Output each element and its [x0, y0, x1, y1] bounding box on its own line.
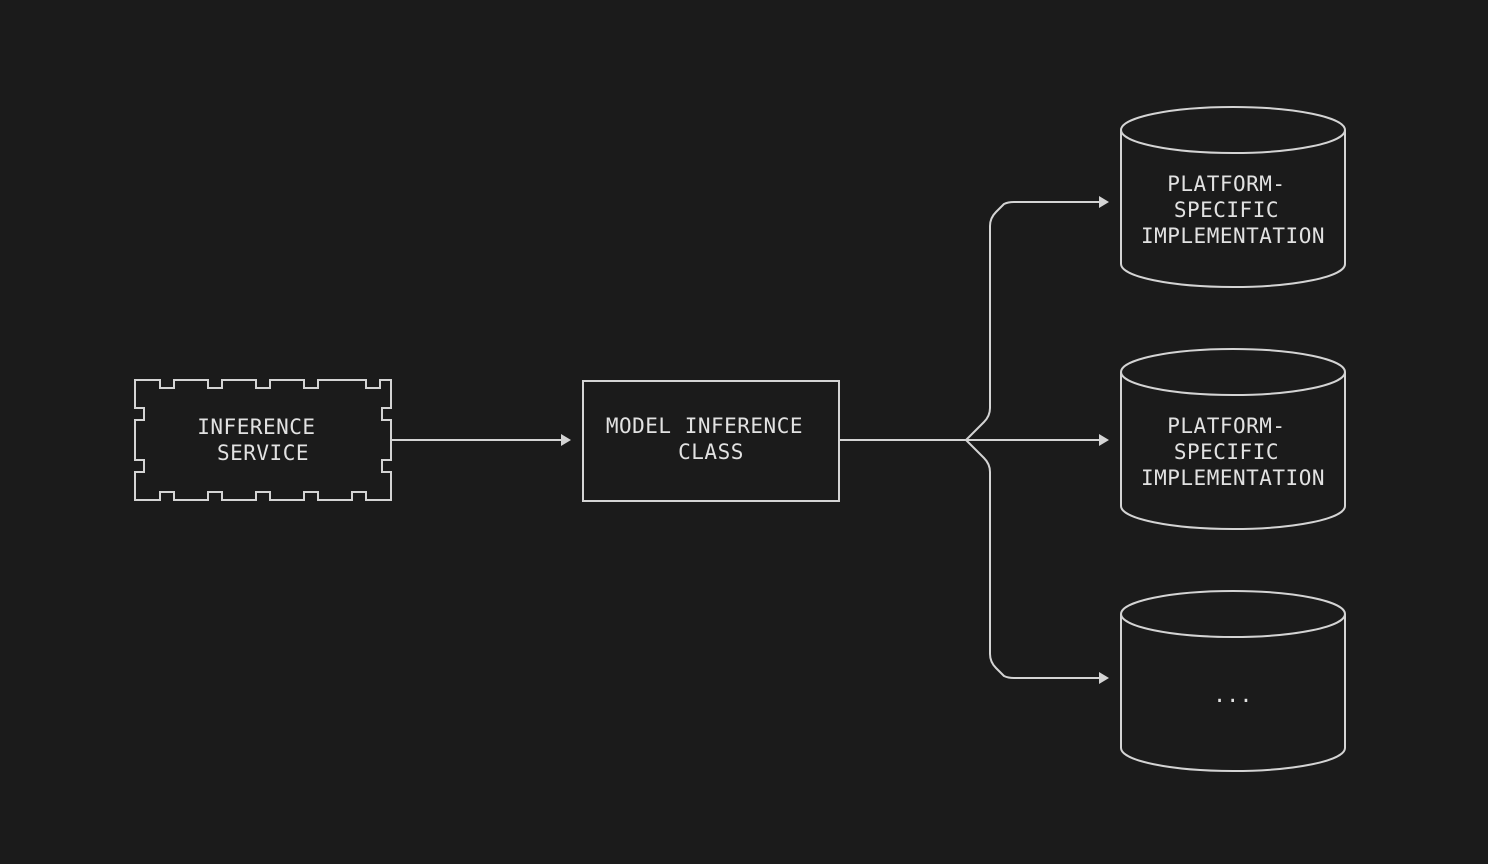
- implementation-cylinder-2: PLATFORM- SPECIFIC IMPLEMENTATION: [1120, 348, 1346, 530]
- cylinder-top: [1120, 590, 1346, 638]
- implementation-2-label-line-2: SPECIFIC: [1174, 440, 1279, 464]
- implementation-1-label-line-2: SPECIFIC: [1174, 198, 1279, 222]
- implementation-3-label: ...: [1213, 683, 1252, 707]
- implementation-3-label-line-1: ...: [1213, 683, 1252, 707]
- model-inference-class-label-line-1: MODEL INFERENCE: [606, 414, 803, 438]
- edge-branch-bottom: [965, 439, 1100, 679]
- inference-service-label-line-1: INFERENCE: [197, 415, 315, 439]
- model-inference-class-label-line-2: CLASS: [678, 440, 744, 464]
- model-inference-class-node: MODEL INFERENCE CLASS: [582, 380, 840, 502]
- cylinder-body: [1120, 614, 1346, 772]
- arrowhead-icon: [1099, 672, 1109, 684]
- cylinder-top: [1120, 106, 1346, 154]
- edge-branch-top: [965, 201, 1100, 441]
- implementation-1-label-line-3: IMPLEMENTATION: [1141, 224, 1325, 248]
- inference-service-outline: [134, 379, 392, 501]
- inference-service-node: INFERENCE SERVICE: [134, 379, 392, 501]
- implementation-2-label-line-3: IMPLEMENTATION: [1141, 466, 1325, 490]
- implementation-cylinder-1: PLATFORM- SPECIFIC IMPLEMENTATION: [1120, 106, 1346, 288]
- arrowhead-icon: [1099, 196, 1109, 208]
- cylinder-body: [1120, 130, 1346, 288]
- arrowhead-icon: [1099, 434, 1109, 446]
- implementation-1-label-line-1: PLATFORM-: [1167, 172, 1285, 196]
- cylinder-body: [1120, 372, 1346, 530]
- model-inference-class-label: MODEL INFERENCE CLASS: [606, 414, 816, 464]
- implementation-cylinder-3: ...: [1120, 590, 1346, 772]
- inference-service-label-line-2: SERVICE: [217, 441, 309, 465]
- edge-service-to-class: [391, 434, 571, 446]
- implementation-2-label-line-1: PLATFORM-: [1167, 414, 1285, 438]
- implementation-1-label: PLATFORM- SPECIFIC IMPLEMENTATION: [1141, 172, 1325, 248]
- implementation-2-label: PLATFORM- SPECIFIC IMPLEMENTATION: [1141, 414, 1325, 490]
- cylinder-top: [1120, 348, 1346, 396]
- inference-service-label: INFERENCE SERVICE: [197, 415, 328, 465]
- arrowhead-icon: [561, 434, 571, 446]
- edge-class-to-implementations: [839, 196, 1109, 684]
